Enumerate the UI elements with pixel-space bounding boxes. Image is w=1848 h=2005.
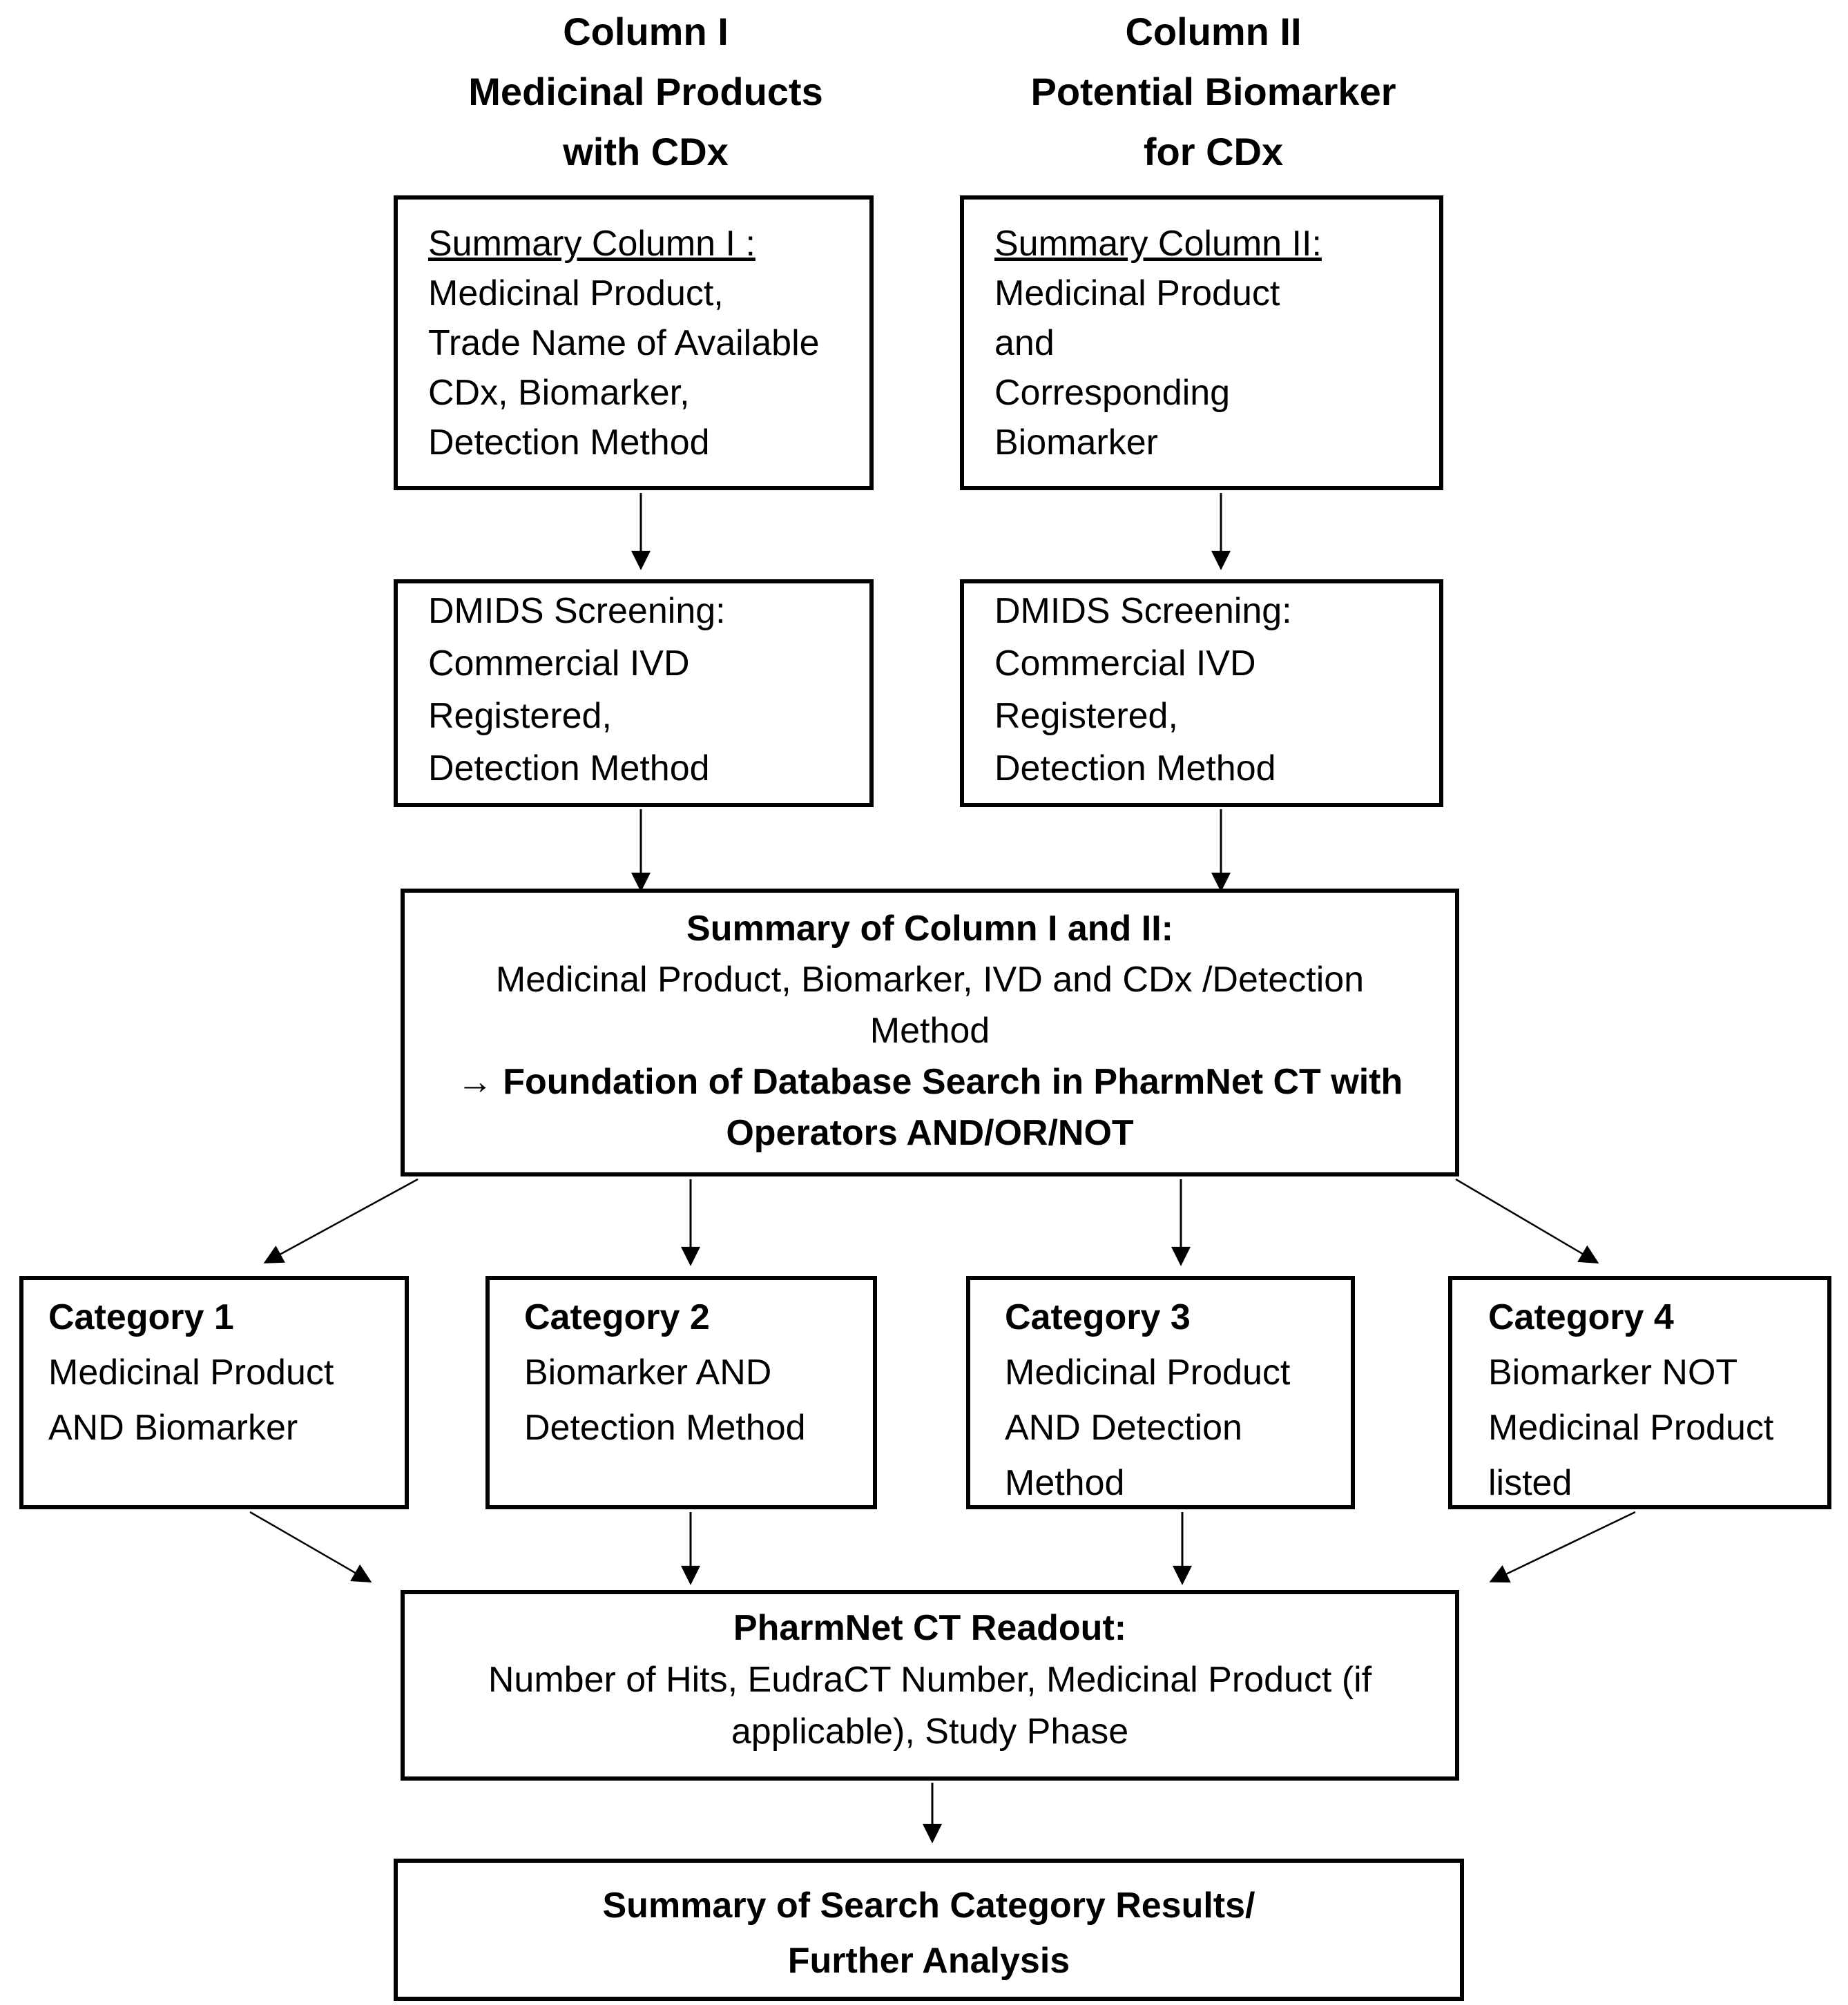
- category3-title: Category 3: [1005, 1297, 1191, 1337]
- dmids2-line: Registered,: [994, 696, 1178, 736]
- dmids-screening-column2-box: DMIDS Screening: Commercial IVD Register…: [960, 579, 1443, 807]
- pharmnet-readout-line: applicable), Study Phase: [731, 1712, 1129, 1752]
- final-summary-line: Summary of Search Category Results/: [602, 1886, 1255, 1926]
- summary-column2-line: Biomarker: [994, 423, 1158, 463]
- category1-title: Category 1: [48, 1297, 234, 1337]
- dmids2-line: Commercial IVD: [994, 643, 1256, 684]
- summary-combined-box: Summary of Column I and II: Medicinal Pr…: [401, 889, 1459, 1176]
- arrow-combined-to-category1: [263, 1178, 418, 1263]
- category1-line: Medicinal Product: [48, 1353, 334, 1393]
- summary-column1-title: Summary Column I :: [428, 224, 755, 264]
- category1-box: Category 1 Medicinal Product AND Biomark…: [19, 1276, 409, 1509]
- category3-line: Method: [1005, 1463, 1125, 1503]
- category3-line: Medicinal Product: [1005, 1353, 1291, 1393]
- summary-combined-line: Medicinal Product, Biomarker, IVD and CD…: [495, 960, 1365, 1000]
- pharmnet-readout-box: PharmNet CT Readout: Number of Hits, Eud…: [401, 1590, 1459, 1781]
- summary-column1-box: Summary Column I : Medicinal Product, Tr…: [394, 195, 874, 490]
- summary-column1-line: CDx, Biomarker,: [428, 373, 690, 413]
- summary-combined-line: Method: [869, 1011, 990, 1051]
- dmids2-line: Detection Method: [994, 748, 1276, 788]
- summary-column2-line: and: [994, 323, 1055, 363]
- summary-column2-box: Summary Column II: Medicinal Product and…: [960, 195, 1443, 490]
- category1-line: AND Biomarker: [48, 1408, 298, 1448]
- category3-box: Category 3 Medicinal Product AND Detecti…: [966, 1276, 1355, 1509]
- category4-line: Medicinal Product: [1488, 1408, 1774, 1448]
- column2-header-line: for CDx: [1143, 130, 1284, 173]
- category4-line: listed: [1488, 1463, 1572, 1503]
- summary-column2-line: Medicinal Product: [994, 273, 1280, 313]
- summary-column1-line: Medicinal Product,: [428, 273, 724, 313]
- arrow-category4-to-readout: [1489, 1511, 1636, 1583]
- pharmnet-readout-title: PharmNet CT Readout:: [733, 1608, 1127, 1648]
- summary-column2-line: Corresponding: [994, 373, 1231, 413]
- summary-combined-operators-line: Operators AND/OR/NOT: [726, 1113, 1134, 1153]
- column1-header-line: Column I: [563, 10, 729, 53]
- summary-column2-title: Summary Column II:: [994, 224, 1322, 264]
- pharmnet-readout-line: Number of Hits, EudraCT Number, Medicina…: [488, 1660, 1372, 1700]
- summary-column1-line: Detection Method: [428, 423, 710, 463]
- arrow-combined-to-category4: [1455, 1178, 1599, 1263]
- dmids1-line: Registered,: [428, 696, 612, 736]
- final-summary-line: Further Analysis: [787, 1941, 1070, 1981]
- dmids1-line: Detection Method: [428, 748, 710, 788]
- category4-box: Category 4 Biomarker NOT Medicinal Produ…: [1448, 1276, 1831, 1509]
- category3-line: AND Detection: [1005, 1408, 1242, 1448]
- column2-header-line: Column II: [1125, 10, 1302, 53]
- dmids-screening-column1-box: DMIDS Screening: Commercial IVD Register…: [394, 579, 874, 807]
- category2-box: Category 2 Biomarker AND Detection Metho…: [485, 1276, 877, 1509]
- category4-line: Biomarker NOT: [1488, 1353, 1738, 1393]
- column1-header: Column I Medicinal Products with CDx: [359, 1, 932, 182]
- category2-line: Detection Method: [524, 1408, 806, 1448]
- arrow-category1-to-readout: [249, 1511, 372, 1582]
- summary-column1-line: Trade Name of Available: [428, 323, 820, 363]
- column2-header-line: Potential Biomarker: [1030, 70, 1396, 113]
- column1-header-line: with CDx: [563, 130, 729, 173]
- category2-line: Biomarker AND: [524, 1353, 772, 1393]
- column1-header-line: Medicinal Products: [468, 70, 823, 113]
- dmids2-line: DMIDS Screening:: [994, 591, 1292, 631]
- summary-combined-foundation-line: → Foundation of Database Search in Pharm…: [456, 1062, 1403, 1102]
- summary-combined-title: Summary of Column I and II:: [686, 909, 1173, 949]
- column2-header: Column II Potential Biomarker for CDx: [927, 1, 1500, 182]
- dmids1-line: Commercial IVD: [428, 643, 690, 684]
- category2-title: Category 2: [524, 1297, 710, 1337]
- dmids1-line: DMIDS Screening:: [428, 591, 726, 631]
- final-summary-box: Summary of Search Category Results/ Furt…: [394, 1859, 1464, 2001]
- category4-title: Category 4: [1488, 1297, 1674, 1337]
